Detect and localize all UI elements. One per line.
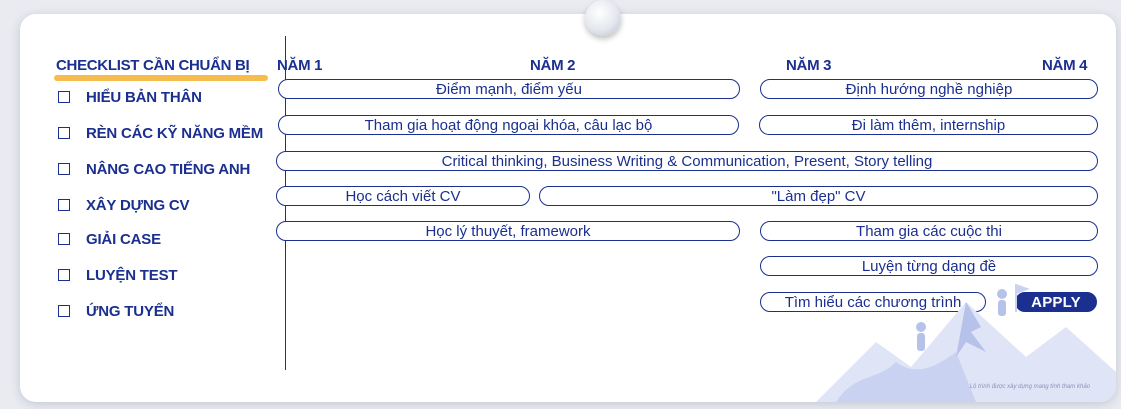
checklist-item-label: XÂY DỰNG CV: [86, 196, 190, 214]
checklist-item-cv[interactable]: XÂY DỰNG CV: [58, 195, 190, 215]
roadmap-pill: Điểm mạnh, điểm yếu: [278, 79, 740, 99]
checklist-item-hieu-ban-than[interactable]: HIỂU BẢN THÂN: [58, 87, 202, 107]
checklist-item-label: GIẢI CASE: [86, 230, 161, 248]
checkbox-icon[interactable]: [58, 91, 70, 103]
checkbox-icon[interactable]: [58, 163, 70, 175]
checklist-item-tieng-anh[interactable]: NÂNG CAO TIẾNG ANH: [58, 159, 250, 179]
pushpin-icon: [585, 0, 621, 36]
roadmap-pill: Tham gia các cuộc thi: [760, 221, 1098, 241]
year-2-header: NĂM 2: [530, 57, 576, 74]
checklist-item-label: RÈN CÁC KỸ NĂNG MỀM: [86, 124, 264, 142]
roadmap-card: CHECKLIST CẦN CHUẨN BỊ HIỂU BẢN THÂN RÈN…: [20, 14, 1116, 402]
roadmap-pill: Critical thinking, Business Writing & Co…: [276, 151, 1098, 171]
roadmap-pill: "Làm đẹp" CV: [539, 186, 1098, 206]
year-4-header: NĂM 4: [1042, 57, 1088, 74]
checkbox-icon[interactable]: [58, 233, 70, 245]
checklist-item-label: ỨNG TUYỂN: [86, 302, 175, 320]
checklist-item-ky-nang-mem[interactable]: RÈN CÁC KỸ NĂNG MỀM: [58, 123, 263, 143]
checklist-item-label: NÂNG CAO TIẾNG ANH: [86, 160, 251, 178]
checkbox-icon[interactable]: [58, 199, 70, 211]
year-3-header: NĂM 3: [786, 57, 832, 74]
roadmap-pill: Học cách viết CV: [276, 186, 530, 206]
checklist-item-giai-case[interactable]: GIẢI CASE: [58, 229, 161, 249]
checklist-title: CHECKLIST CẦN CHUẨN BỊ: [56, 57, 250, 74]
mountain-climber-illustration: [816, 284, 1116, 402]
roadmap-pill: Luyện từng dạng đề: [760, 256, 1098, 276]
roadmap-pill: Định hướng nghề nghiệp: [760, 79, 1098, 99]
checklist-item-luyen-test[interactable]: LUYỆN TEST: [58, 265, 178, 285]
title-highlight: [54, 75, 268, 81]
checkbox-icon[interactable]: [58, 305, 70, 317]
roadmap-pill: Tìm hiểu các chương trình: [760, 292, 986, 312]
checkbox-icon[interactable]: [58, 127, 70, 139]
year-1-header: NĂM 1: [277, 57, 323, 74]
checklist-item-ung-tuyen[interactable]: ỨNG TUYỂN: [58, 301, 174, 321]
footnote: Lộ trình được xây dựng mang tính tham kh…: [969, 384, 1090, 390]
roadmap-pill: Đi làm thêm, internship: [759, 115, 1098, 135]
roadmap-pill: Học lý thuyết, framework: [276, 221, 740, 241]
checkbox-icon[interactable]: [58, 269, 70, 281]
checklist-item-label: HIỂU BẢN THÂN: [86, 88, 202, 106]
checklist-item-label: LUYỆN TEST: [86, 266, 178, 284]
roadmap-pill: Tham gia hoạt động ngoại khóa, câu lạc b…: [278, 115, 739, 135]
